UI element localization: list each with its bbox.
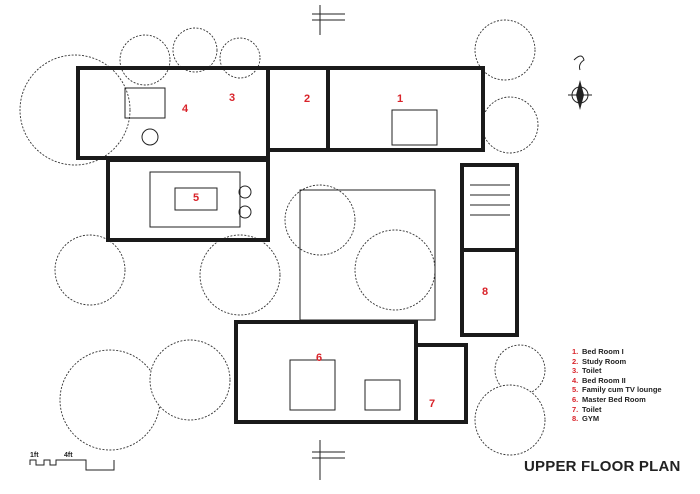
north-arrow-icon — [568, 55, 592, 110]
legend-item: 7.Toilet — [572, 404, 602, 414]
room-number-7: 7 — [429, 398, 436, 410]
legend-item: 3.Toilet — [572, 366, 602, 376]
scale-bar — [29, 459, 115, 471]
legend-item: 5.Family cum TV lounge — [572, 385, 662, 395]
legend-item: 6.Master Bed Room — [572, 394, 646, 404]
trees — [19, 19, 546, 456]
room-number-3: 3 — [229, 92, 236, 104]
legend-item: 4.Bed Room II — [572, 375, 626, 385]
room-number-5: 5 — [193, 192, 200, 204]
furniture — [124, 87, 510, 411]
room-number-2: 2 — [304, 93, 311, 105]
legend-item: 1.Bed Room I — [572, 347, 624, 356]
room-number-4: 4 — [182, 103, 189, 115]
scale-label-small: 1ft — [30, 452, 39, 459]
legend-item: 8.GYM — [572, 414, 600, 424]
room-legend: 1.Bed Room I 2.Study Room 3.Toilet 4.Bed… — [572, 347, 662, 424]
room-number-1: 1 — [397, 93, 404, 105]
scale-label-large: 4ft — [64, 452, 73, 459]
room-number-6: 6 — [316, 352, 323, 364]
legend-item: 2.Study Room — [572, 356, 627, 366]
plan-title: UPPER FLOOR PLAN — [524, 458, 681, 475]
room-number-8: 8 — [482, 286, 489, 298]
walls — [76, 5, 519, 480]
